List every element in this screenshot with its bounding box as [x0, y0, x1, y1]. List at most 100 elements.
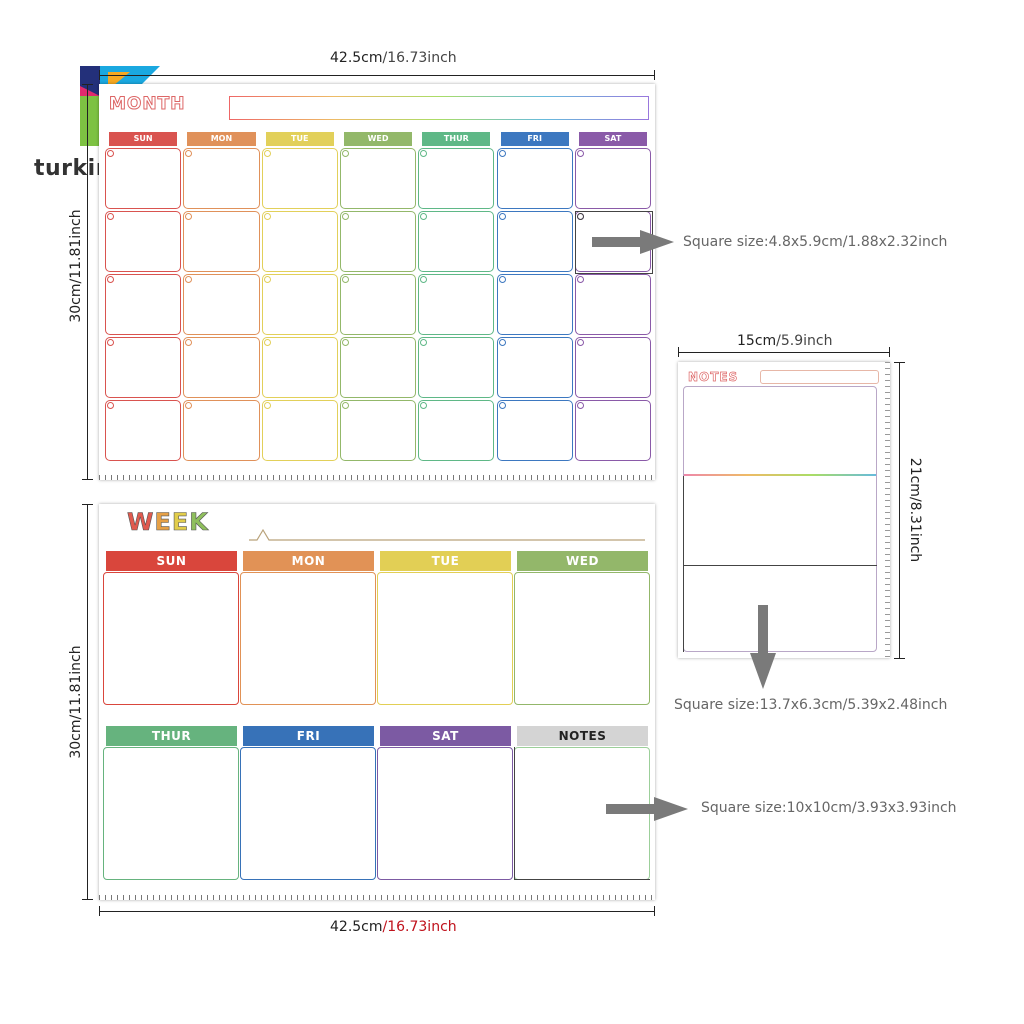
month-day-cell[interactable]	[105, 148, 182, 209]
week-day-cell[interactable]	[103, 747, 239, 880]
month-day-header: SAT	[578, 132, 648, 146]
week-day-header: THUR	[106, 726, 237, 746]
tick	[82, 84, 93, 85]
month-day-cell[interactable]	[105, 274, 182, 335]
tick	[99, 906, 100, 916]
month-width-line	[99, 75, 655, 76]
tick	[889, 347, 890, 357]
notes-square-edge	[683, 476, 684, 652]
month-day-cell[interactable]	[183, 337, 260, 398]
tick	[82, 479, 93, 480]
tick	[654, 906, 655, 916]
notes-planner-board: NOTES	[678, 362, 890, 658]
month-day-cell[interactable]	[105, 337, 182, 398]
month-day-cell[interactable]	[339, 148, 417, 209]
week-day-cell[interactable]	[377, 572, 513, 705]
week-height-line	[87, 504, 88, 900]
week-day-header: SUN	[106, 551, 237, 571]
tick	[678, 347, 679, 357]
week-day-cell[interactable]	[377, 747, 513, 880]
month-height-line	[87, 84, 88, 480]
week-day-header: NOTES	[517, 726, 648, 746]
month-day-cell[interactable]	[496, 211, 573, 272]
month-width-label: 42.5cm/16.73inch	[330, 50, 457, 66]
week-day-header: MON	[243, 551, 374, 571]
notes-title-field[interactable]	[760, 370, 879, 384]
month-height-label: 30cm/11.81inch	[68, 209, 84, 323]
week-day-cell[interactable]	[240, 572, 376, 705]
month-day-cell[interactable]	[183, 274, 260, 335]
month-day-cell[interactable]	[261, 337, 338, 398]
month-day-header: THUR	[422, 132, 491, 146]
ruler	[99, 468, 655, 480]
month-square-size: Square size:4.8x5.9cm/1.88x2.32inch	[683, 234, 948, 250]
month-day-cell[interactable]	[496, 400, 573, 461]
notes-width-label: 15cm/5.9inch	[737, 333, 833, 349]
notes-frame	[683, 386, 877, 652]
tick	[82, 504, 93, 505]
month-day-cell[interactable]	[418, 211, 495, 272]
month-day-cell[interactable]	[105, 400, 182, 461]
week-day-header: WED	[517, 551, 648, 571]
month-day-cell[interactable]	[418, 148, 495, 209]
week-day-cell[interactable]	[240, 747, 376, 880]
month-day-cell[interactable]	[574, 148, 652, 209]
notes-height-label: 21cm/8.31inch	[907, 457, 923, 563]
week-sample-square	[514, 747, 650, 880]
arrow-down-icon	[750, 605, 776, 689]
month-day-cell[interactable]	[339, 337, 417, 398]
month-day-cell[interactable]	[496, 337, 573, 398]
week-day-header: SAT	[380, 726, 511, 746]
tick	[99, 70, 100, 80]
month-day-cell[interactable]	[496, 148, 573, 209]
month-day-cell[interactable]	[261, 148, 338, 209]
notes-height-line	[899, 362, 900, 659]
week-day-header: FRI	[243, 726, 374, 746]
tick	[894, 658, 905, 659]
week-width-line	[99, 911, 655, 912]
month-day-cell[interactable]	[496, 274, 573, 335]
week-height-label: 30cm/11.81inch	[68, 645, 84, 759]
month-day-cell[interactable]	[105, 211, 182, 272]
tick	[654, 70, 655, 80]
month-day-cell[interactable]	[418, 274, 495, 335]
month-day-cell[interactable]	[574, 337, 652, 398]
week-planner-board: WEEK SUN MON TUE WED THUR FRI SAT NOTES	[99, 504, 655, 900]
notes-width-line	[678, 352, 890, 353]
week-day-cell[interactable]	[103, 572, 239, 705]
ruler	[99, 888, 655, 900]
month-name-field[interactable]	[229, 96, 649, 120]
arrow-right-icon	[606, 797, 688, 821]
month-day-cell[interactable]	[339, 211, 417, 272]
tick	[82, 899, 93, 900]
week-day-cell[interactable]	[514, 572, 650, 705]
week-day-header: TUE	[380, 551, 511, 571]
ruler	[878, 362, 890, 658]
month-day-cell[interactable]	[261, 400, 338, 461]
arrow-right-icon	[592, 230, 674, 254]
month-day-cell[interactable]	[261, 211, 338, 272]
month-day-cell[interactable]	[418, 400, 495, 461]
month-day-header: WED	[343, 132, 413, 146]
month-day-header: SUN	[109, 132, 178, 146]
month-day-cell[interactable]	[261, 274, 338, 335]
month-day-header: TUE	[265, 132, 334, 146]
notes-title: NOTES	[688, 370, 739, 385]
week-width-label: 42.5cm/16.73inch	[330, 919, 457, 935]
week-title: WEEK	[127, 508, 209, 537]
notes-divider	[683, 565, 877, 566]
month-day-cell[interactable]	[418, 337, 495, 398]
month-day-cell[interactable]	[339, 274, 417, 335]
week-square-size: Square size:10x10cm/3.93x3.93inch	[701, 800, 957, 816]
month-day-cell[interactable]	[574, 400, 652, 461]
week-title-line	[249, 528, 645, 541]
month-day-cell[interactable]	[183, 211, 260, 272]
month-title: MONTH	[108, 94, 186, 115]
month-day-cell[interactable]	[183, 148, 260, 209]
month-day-header: MON	[187, 132, 256, 146]
month-day-cell[interactable]	[183, 400, 260, 461]
month-day-cell[interactable]	[339, 400, 417, 461]
notes-divider	[684, 474, 876, 476]
month-day-cell[interactable]	[574, 274, 652, 335]
